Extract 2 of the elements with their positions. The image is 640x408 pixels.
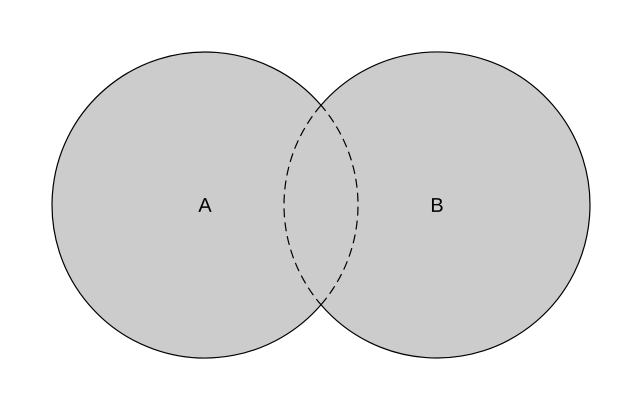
node-label: B bbox=[432, 198, 443, 212]
node-label: A bbox=[198, 198, 212, 212]
